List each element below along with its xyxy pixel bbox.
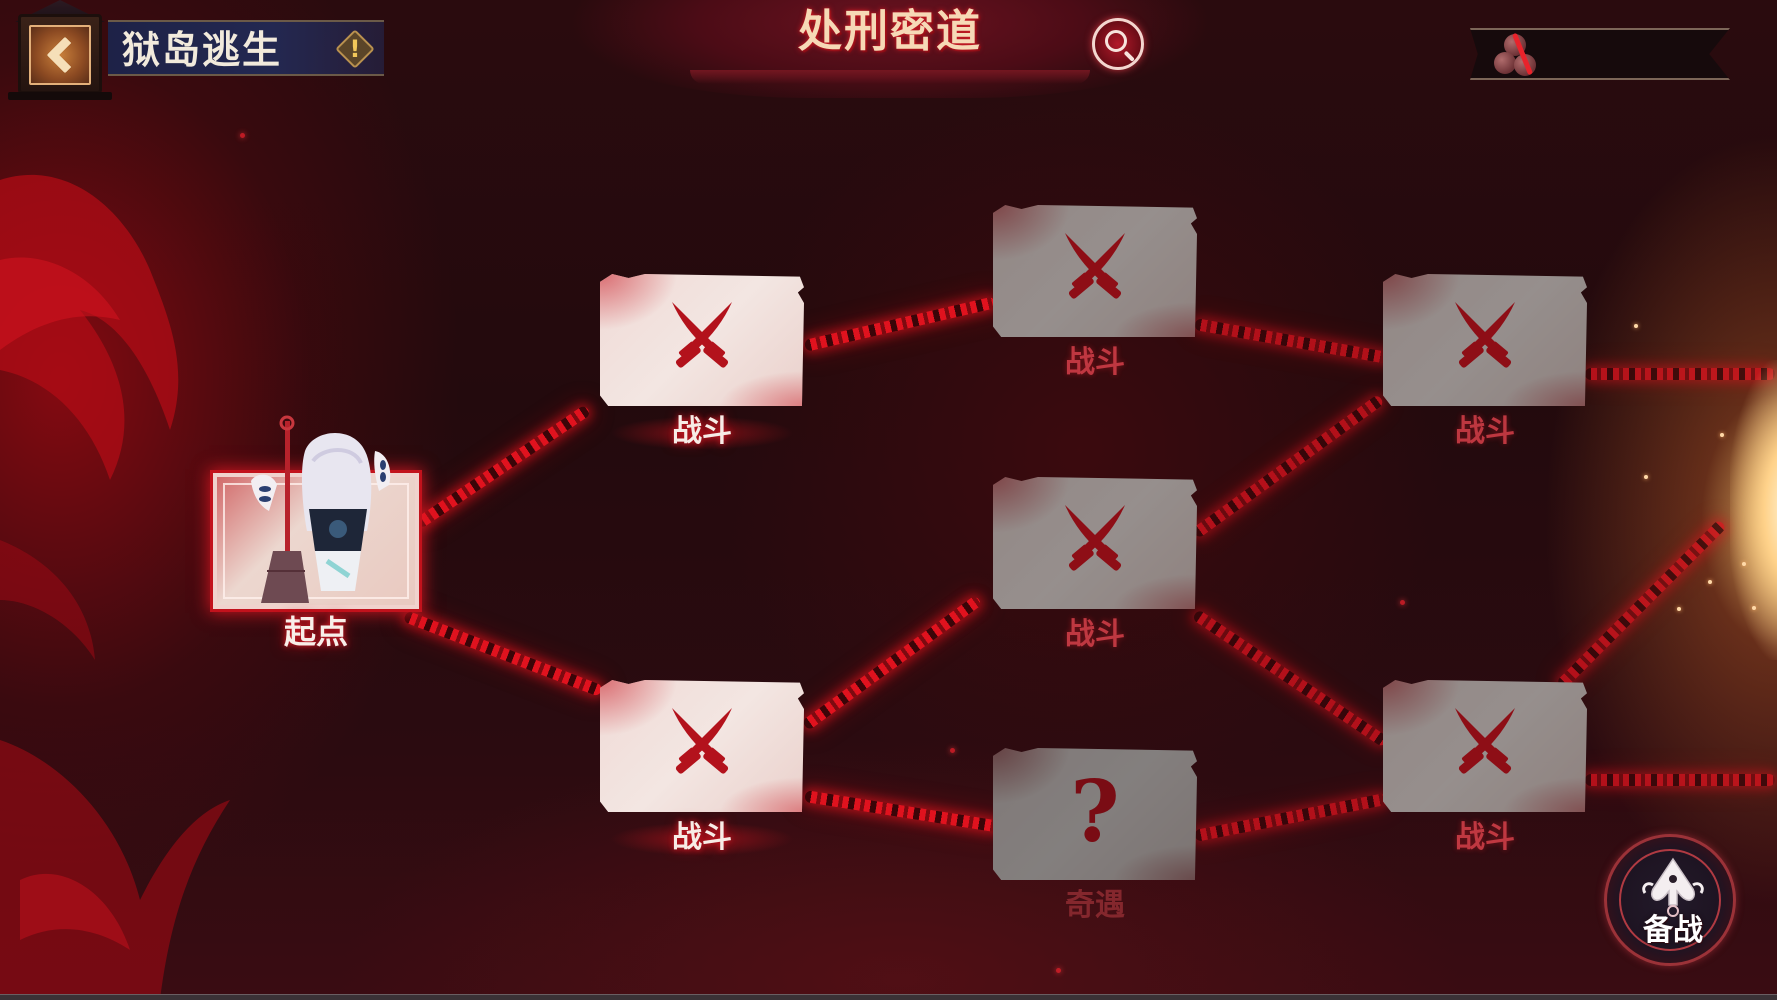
- map-node-encounter[interactable]: ? 奇遇: [993, 748, 1197, 923]
- path-chain: [1191, 609, 1390, 748]
- info-button[interactable]: !: [334, 28, 376, 70]
- node-label: 奇遇: [1065, 888, 1125, 923]
- magnifier-handle: [1123, 50, 1135, 62]
- node-label: 战斗: [1065, 345, 1125, 380]
- exit-portal-glow: [1730, 360, 1777, 660]
- path-chain: [1585, 368, 1775, 380]
- sparkle: [1752, 606, 1756, 610]
- path-chain: [414, 404, 592, 529]
- node-label: 战斗: [672, 820, 732, 855]
- map-node-battle[interactable]: 战斗: [1383, 274, 1587, 449]
- mode-title: 狱岛逃生: [122, 27, 283, 72]
- magnifier-icon: [1105, 30, 1127, 52]
- sparkle: [1644, 475, 1648, 479]
- map-node-battle[interactable]: 战斗: [993, 205, 1197, 380]
- button-ring: [1619, 849, 1721, 951]
- path-chain: [1585, 774, 1775, 786]
- map-node-battle[interactable]: 战斗: [600, 680, 804, 856]
- path-chain: [804, 790, 999, 833]
- path-chain: [803, 296, 997, 352]
- path-chain: [1555, 519, 1727, 691]
- path-chain: [1193, 792, 1388, 842]
- crossed-swords-icon: [1455, 708, 1515, 774]
- prepare-label: 备战: [1643, 913, 1703, 948]
- ember: [950, 748, 955, 753]
- start-node[interactable]: 起点: [210, 415, 422, 651]
- path-chain: [1193, 318, 1389, 364]
- path-chain: [801, 594, 983, 731]
- label-glow: [610, 416, 794, 450]
- crossed-swords-icon: [1065, 233, 1125, 299]
- red-flame-decoration: [0, 174, 230, 1000]
- page-title: 处刑密道: [798, 6, 982, 57]
- crossed-swords-icon: [1455, 302, 1515, 368]
- ember: [1400, 600, 1405, 605]
- ember: [240, 133, 245, 138]
- chevron-left-icon: [46, 36, 84, 74]
- node-label: 战斗: [1455, 820, 1515, 855]
- node-label: 战斗: [672, 414, 732, 449]
- question-mark-icon: ?: [1070, 762, 1120, 861]
- sparkle: [1708, 580, 1712, 584]
- exclamation-mark: !: [349, 35, 361, 63]
- crossed-swords-icon: [672, 708, 732, 774]
- back-button[interactable]: [4, 0, 116, 100]
- lantern-panel: [29, 25, 91, 85]
- player-avatar: [251, 415, 391, 603]
- start-node-label: 起点: [283, 613, 348, 651]
- red-bead-cluster-icon: [1490, 30, 1546, 80]
- node-card: [993, 748, 1197, 880]
- sparkle: [1742, 562, 1746, 566]
- search-button[interactable]: [1092, 18, 1144, 70]
- map-node-battle[interactable]: 战斗: [1383, 680, 1587, 855]
- bottom-edge-bar: [0, 994, 1777, 1000]
- crossed-swords-icon: [1065, 505, 1125, 571]
- node-label: 战斗: [1455, 414, 1515, 449]
- resource-counter: [1470, 28, 1730, 80]
- node-label: 战斗: [1065, 617, 1125, 652]
- sparkle: [1634, 324, 1638, 328]
- path-chain: [1191, 393, 1385, 539]
- crossed-swords-icon: [672, 302, 732, 368]
- spade-emblem-icon: [1642, 857, 1704, 917]
- sparkle: [1720, 433, 1724, 437]
- ember: [1056, 968, 1061, 973]
- lantern-body: [18, 14, 102, 94]
- map-node-battle[interactable]: 战斗: [600, 274, 804, 450]
- label-glow: [610, 822, 794, 856]
- mode-title-plate: 狱岛逃生 !: [108, 20, 384, 76]
- lantern-base: [8, 92, 112, 100]
- sparkle: [1677, 607, 1681, 611]
- map-node-battle[interactable]: 战斗: [993, 477, 1197, 652]
- prepare-button[interactable]: 备战: [1604, 834, 1736, 966]
